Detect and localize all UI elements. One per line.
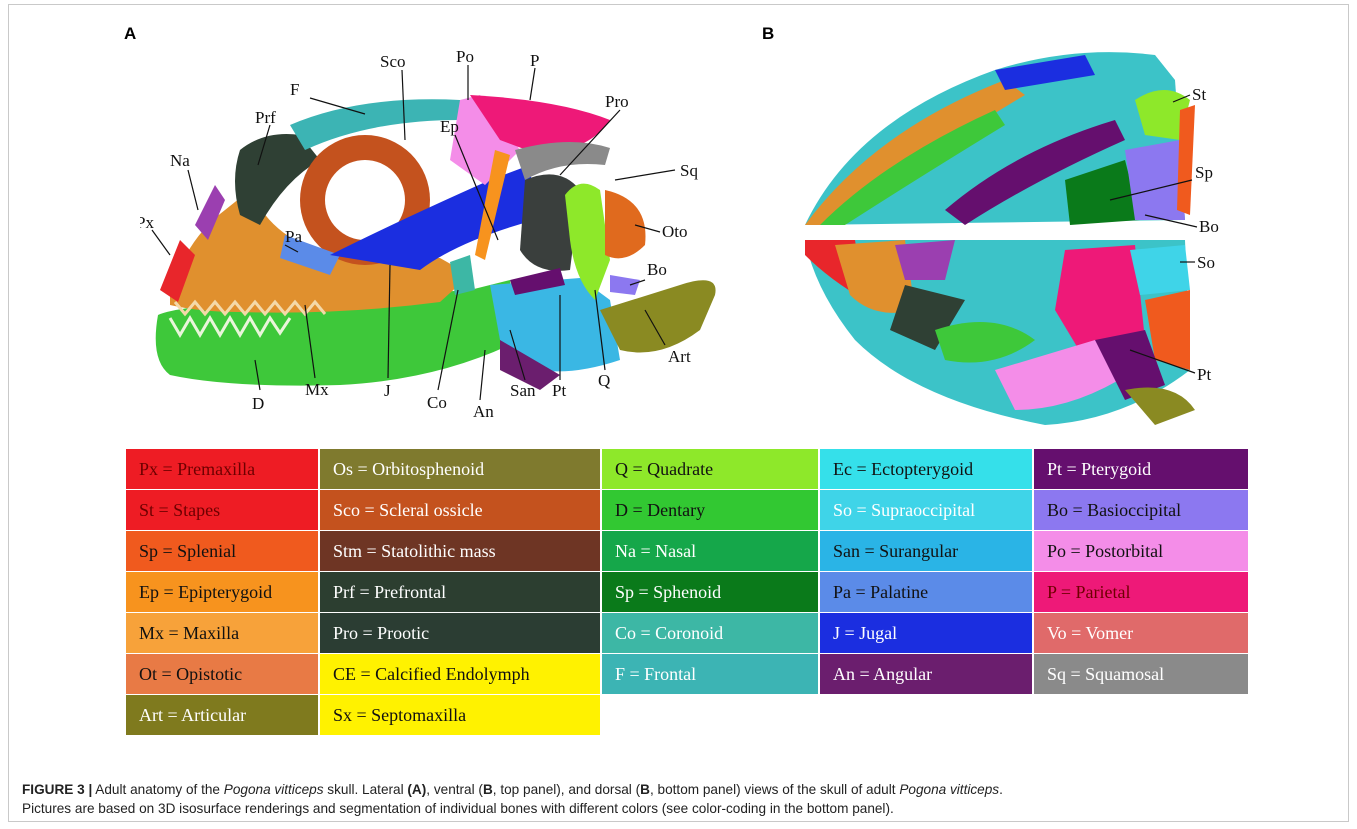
- legend-cell: Ep = Epipterygoid: [126, 572, 320, 613]
- caption-text-4: , top panel), and dorsal (: [493, 782, 640, 797]
- label-sq: Sq: [680, 161, 698, 180]
- legend-cell: D = Dentary: [602, 490, 820, 531]
- legend-cell: F = Frontal: [602, 654, 820, 695]
- skull-lateral-illustration: Px Na Prf F Sco Po P Pro Ep Pa Sq Oto Bo…: [140, 40, 740, 440]
- label-px: Px: [140, 213, 154, 232]
- legend-cell: P = Parietal: [1034, 572, 1250, 613]
- label-po: Po: [456, 47, 474, 66]
- legend-cell: Sp = Sphenoid: [602, 572, 820, 613]
- label-j: J: [384, 381, 391, 400]
- ventral-otooccipital: [1177, 105, 1195, 215]
- legend-cell: Q = Quadrate: [602, 449, 820, 490]
- label-pro: Pro: [605, 92, 629, 111]
- legend-cell: Sp = Splenial: [126, 531, 320, 572]
- legend-cell: Co = Coronoid: [602, 613, 820, 654]
- legend-cell: Po = Postorbital: [1034, 531, 1250, 572]
- legend-cell: Pro = Prootic: [320, 613, 602, 654]
- caption-ref-a: (A): [407, 782, 426, 797]
- caption-text-2: skull. Lateral: [324, 782, 408, 797]
- bone-color-legend: Px = PremaxillaOs = OrbitosphenoidQ = Qu…: [126, 449, 1250, 736]
- label-art: Art: [668, 347, 691, 366]
- caption-species-1: Pogona vitticeps: [224, 782, 324, 797]
- label-b-pt: Pt: [1197, 365, 1211, 384]
- legend-cell: CE = Calcified Endolymph: [320, 654, 602, 695]
- label-sco: Sco: [380, 52, 406, 71]
- caption-text-6: .: [999, 782, 1003, 797]
- caption-ref-b1: B: [483, 782, 493, 797]
- skull-ventral-dorsal-illustration: St Sp Bo So Pt: [795, 40, 1265, 430]
- label-san: San: [510, 381, 536, 400]
- legend-cell: Px = Premaxilla: [126, 449, 320, 490]
- label-na: Na: [170, 151, 190, 170]
- legend-cell: So = Supraoccipital: [820, 490, 1034, 531]
- legend-cell: Ot = Opistotic: [126, 654, 320, 695]
- label-b-bo: Bo: [1199, 217, 1219, 236]
- label-p: P: [530, 51, 539, 70]
- legend-cell: Mx = Maxilla: [126, 613, 320, 654]
- legend-cell: Pa = Palatine: [820, 572, 1034, 613]
- legend-cell: Stm = Statolithic mass: [320, 531, 602, 572]
- label-bo: Bo: [647, 260, 667, 279]
- legend-cell: St = Stapes: [126, 490, 320, 531]
- panel-label-b: B: [762, 24, 774, 44]
- label-pa: Pa: [285, 227, 302, 246]
- legend-cell: J = Jugal: [820, 613, 1034, 654]
- legend-cell: Sco = Scleral ossicle: [320, 490, 602, 531]
- label-prf: Prf: [255, 108, 276, 127]
- label-pt: Pt: [552, 381, 566, 400]
- legend-cell: An = Angular: [820, 654, 1034, 695]
- label-f: F: [290, 80, 299, 99]
- caption-species-2: Pogona vitticeps: [899, 782, 999, 797]
- otooccipital-bone: [605, 190, 646, 258]
- legend-cell: Art = Articular: [126, 695, 320, 736]
- dorsal-supraoccipital: [1130, 245, 1190, 295]
- dorsal-nasal: [895, 240, 955, 280]
- legend-cell: Na = Nasal: [602, 531, 820, 572]
- caption-text-1: Adult anatomy of the: [92, 782, 224, 797]
- legend-cell: Bo = Basioccipital: [1034, 490, 1250, 531]
- legend-cell: Os = Orbitosphenoid: [320, 449, 602, 490]
- label-an: An: [473, 402, 494, 421]
- dorsal-articular: [1125, 388, 1195, 426]
- label-q: Q: [598, 371, 610, 390]
- panel-label-a: A: [124, 24, 136, 44]
- label-b-sp: Sp: [1195, 163, 1213, 182]
- caption-text-5: , bottom panel) views of the skull of ad…: [650, 782, 899, 797]
- legend-cell: Ec = Ectopterygoid: [820, 449, 1034, 490]
- label-oto: Oto: [662, 222, 688, 241]
- label-d: D: [252, 394, 264, 413]
- legend-cell: Sq = Squamosal: [1034, 654, 1250, 695]
- label-co: Co: [427, 393, 447, 412]
- label-ep: Ep: [440, 117, 459, 136]
- caption-text-3: , ventral (: [426, 782, 483, 797]
- caption-line-1: FIGURE 3 | Adult anatomy of the Pogona v…: [22, 780, 1337, 799]
- ventral-basioccipital: [1125, 140, 1185, 220]
- basioccipital-bone: [610, 275, 640, 295]
- legend-cell: San = Surangular: [820, 531, 1034, 572]
- caption-line-2: Pictures are based on 3D isosurface rend…: [22, 799, 1337, 818]
- caption-figure-label: FIGURE 3 |: [22, 782, 92, 797]
- label-b-st: St: [1192, 85, 1206, 104]
- caption-ref-b2: B: [640, 782, 650, 797]
- legend-cell: Sx = Septomaxilla: [320, 695, 602, 736]
- legend-cell: Prf = Prefrontal: [320, 572, 602, 613]
- label-b-so: So: [1197, 253, 1215, 272]
- legend-cell: Vo = Vomer: [1034, 613, 1250, 654]
- label-mx: Mx: [305, 380, 329, 399]
- figure-caption: FIGURE 3 | Adult anatomy of the Pogona v…: [22, 780, 1337, 818]
- legend-cell: Pt = Pterygoid: [1034, 449, 1250, 490]
- view-separator: [800, 230, 1190, 236]
- squamosal-bone: [515, 142, 610, 180]
